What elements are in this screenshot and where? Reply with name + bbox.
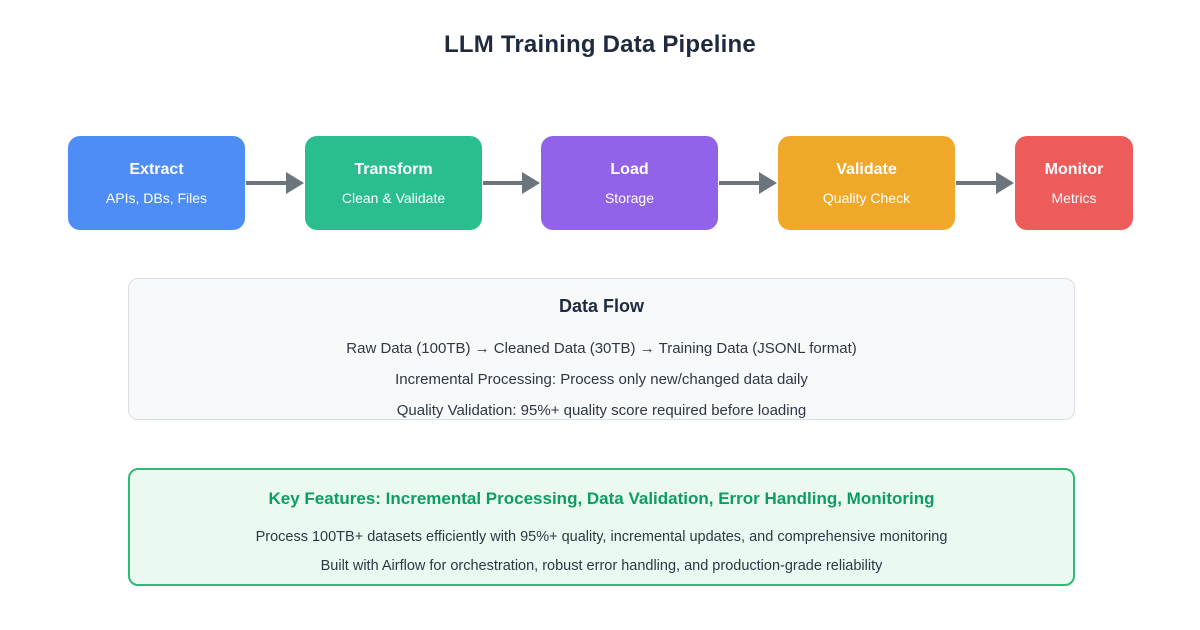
arrow-line xyxy=(719,181,759,185)
stage-sublabel: Quality Check xyxy=(822,189,911,206)
arrow-head xyxy=(759,172,777,194)
flow-arrow-icon xyxy=(483,172,540,194)
stage-sublabel: APIs, DBs, Files xyxy=(105,189,208,206)
arrow-line xyxy=(246,181,286,185)
arrow-line xyxy=(483,181,522,185)
stage-label: Validate xyxy=(836,160,897,178)
data-flow-line: Quality Validation: 95%+ quality score r… xyxy=(396,402,807,419)
key-features-line: Built with Airflow for orchestration, ro… xyxy=(320,558,883,574)
key-features-lines: Process 100TB+ datasets efficiently with… xyxy=(130,523,1073,581)
stage-transform: Transform Clean & Validate xyxy=(305,136,482,230)
data-flow-title: Data Flow xyxy=(558,296,644,316)
stage-label: Transform xyxy=(354,160,433,178)
stage-sublabel: Metrics xyxy=(1051,189,1097,206)
data-flow-line: Raw Data (100TB) → Cleaned Data (30TB) →… xyxy=(346,340,857,357)
arrow-head xyxy=(522,172,540,194)
flow-arrow-icon xyxy=(719,172,777,194)
data-flow-lines: Raw Data (100TB) → Cleaned Data (30TB) →… xyxy=(129,333,1074,426)
arrow-line xyxy=(956,181,996,185)
arrow-head xyxy=(996,172,1014,194)
stage-label: Extract xyxy=(129,160,184,178)
data-flow-line: Incremental Processing: Process only new… xyxy=(395,371,808,388)
key-features-title: Key Features: Incremental Processing, Da… xyxy=(268,489,935,508)
stage-validate: Validate Quality Check xyxy=(778,136,955,230)
page-title: LLM Training Data Pipeline xyxy=(444,31,756,58)
data-flow-panel: Data Flow Raw Data (100TB) → Cleaned Dat… xyxy=(128,278,1075,420)
stage-load: Load Storage xyxy=(541,136,718,230)
flow-arrow-icon xyxy=(246,172,304,194)
stage-monitor: Monitor Metrics xyxy=(1015,136,1133,230)
arrow-head xyxy=(286,172,304,194)
stage-label: Load xyxy=(610,160,649,178)
stage-extract: Extract APIs, DBs, Files xyxy=(68,136,245,230)
key-features-panel: Key Features: Incremental Processing, Da… xyxy=(128,468,1075,586)
stage-sublabel: Storage xyxy=(604,189,655,206)
stage-sublabel: Clean & Validate xyxy=(341,189,446,206)
stage-label: Monitor xyxy=(1044,160,1104,178)
flow-arrow-icon xyxy=(956,172,1014,194)
key-features-line: Process 100TB+ datasets efficiently with… xyxy=(255,529,948,545)
